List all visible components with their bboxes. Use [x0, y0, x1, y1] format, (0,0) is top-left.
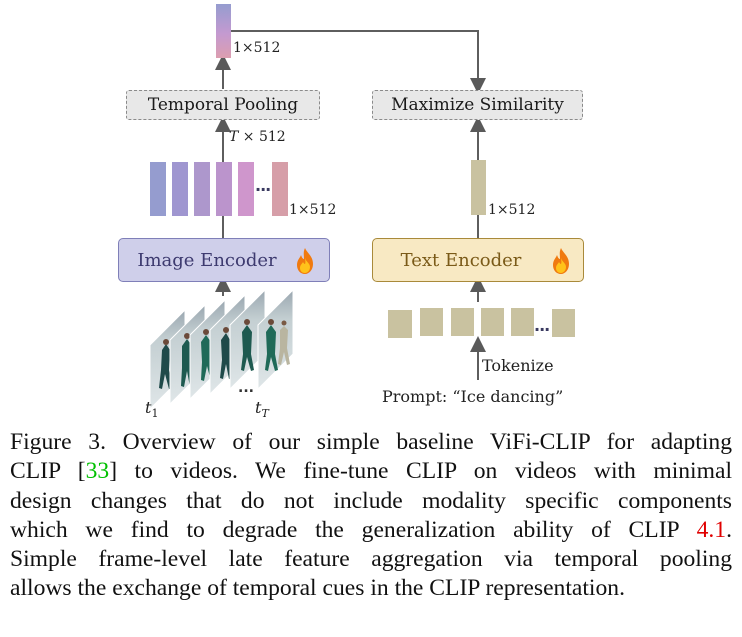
caption-text: ] to videos. We fine-tune CLIP on videos…: [109, 458, 732, 485]
frame-feature-bar: [150, 162, 166, 216]
caption-text: Figure 3. Overview of our simple baselin…: [10, 429, 732, 455]
caption-text: which we find to degrade the generalizat…: [10, 516, 697, 543]
text-embedding-dim-label: 1×512: [488, 202, 536, 218]
token: [388, 310, 412, 338]
token: [511, 308, 534, 336]
prompt-label: Prompt: “Ice dancing”: [382, 387, 564, 406]
maximize-similarity-block: Maximize Similarity: [372, 90, 583, 120]
caption-text: Simple frame-level late feature aggregat…: [10, 546, 732, 573]
frame-features-dim-rest: × 512: [238, 129, 286, 145]
caption-line: Simple frame-level late feature aggregat…: [10, 545, 732, 574]
text-encoder-block: Text Encoder: [372, 238, 584, 282]
per-frame-dim-label: 1×512: [289, 202, 337, 218]
connector-video-to-similarity: [231, 30, 486, 94]
t-symbol: T: [229, 129, 239, 145]
token: [552, 309, 575, 337]
frame-feature-bar: [272, 162, 288, 216]
token-ellipsis: ...: [534, 316, 550, 335]
token: [451, 308, 474, 336]
caption-text: design changes that do not include modal…: [10, 487, 732, 514]
video-frame: [257, 290, 294, 391]
caption-line: which we find to degrade the generalizat…: [10, 516, 732, 545]
text-encoder-label: Text Encoder: [400, 249, 522, 271]
video-frames-stack: ...: [149, 290, 294, 410]
flame-icon: [297, 248, 313, 274]
caption-line: allows the exchange of temporal cues in …: [10, 574, 732, 603]
section-link[interactable]: 4.1: [696, 516, 727, 543]
frame-feature-bar: [194, 162, 210, 216]
caption-line: CLIP [33] to videos. We fine-tune CLIP o…: [10, 457, 732, 486]
citation-link[interactable]: 33: [85, 458, 110, 485]
token: [481, 308, 504, 336]
frame-feature-ellipsis: ...: [255, 176, 271, 195]
image-encoder-block: Image Encoder: [118, 238, 330, 282]
frame-feature-bar: [238, 162, 254, 216]
vificlip-figure: 1×512 Temporal Pooling Maximize Similari…: [118, 4, 584, 421]
caption-line: Figure 3. Overview of our simple baselin…: [10, 428, 732, 457]
caption-text: allows the exchange of temporal cues in …: [10, 575, 625, 602]
temporal-pooling-block: Temporal Pooling: [126, 90, 320, 120]
figure-caption: Figure 3. Overview of our simple baselin…: [10, 428, 732, 604]
frame-feature-bar: [216, 162, 232, 216]
token: [420, 308, 443, 336]
video-embedding-bar: [216, 4, 231, 58]
frames-ellipsis: ...: [238, 380, 254, 396]
caption-text: CLIP [: [10, 458, 86, 485]
video-embedding-dim-label: 1×512: [233, 40, 281, 56]
first-frame-label: t1: [145, 398, 159, 421]
flame-icon: [553, 248, 569, 274]
caption-line: design changes that do not include modal…: [10, 487, 732, 516]
text-embedding-bar: [471, 160, 486, 215]
frame-features-dim-label: T × 512: [229, 129, 286, 145]
video-frame: [229, 290, 266, 391]
caption-text: .: [726, 516, 732, 543]
image-encoder-label: Image Encoder: [137, 249, 277, 271]
tokenize-label: Tokenize: [482, 356, 554, 375]
connector-layer: [215, 4, 486, 380]
last-frame-label: tT: [255, 398, 269, 421]
frame-feature-bar: [172, 162, 188, 216]
